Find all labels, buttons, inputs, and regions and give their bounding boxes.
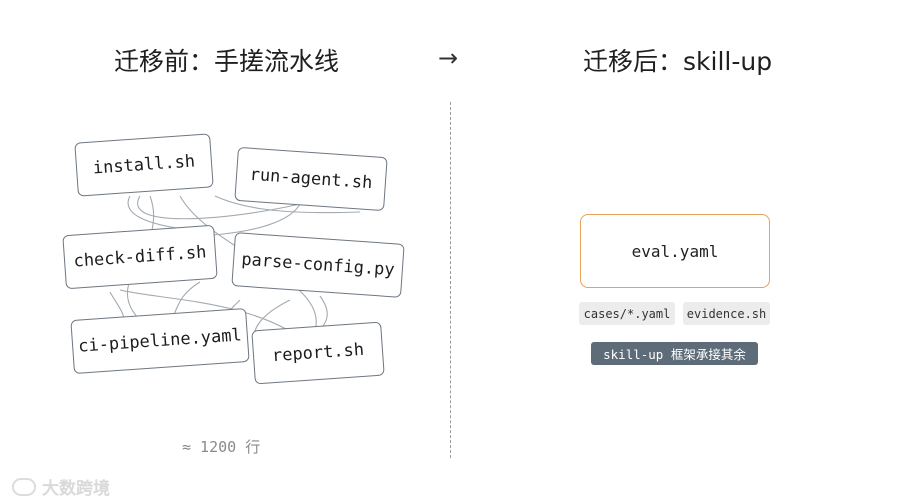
watermark-logo-icon	[12, 477, 36, 496]
watermark: 大数跨境	[12, 474, 110, 499]
script-label: ci-pipeline.yaml	[77, 325, 243, 357]
chip-cases: cases/*.yaml	[579, 302, 675, 325]
connector-1	[137, 195, 301, 220]
dashed-divider	[450, 102, 451, 458]
eval-yaml-label: eval.yaml	[631, 241, 719, 261]
connector-9	[214, 195, 361, 214]
script-box-run-agent: run-agent.sh	[234, 146, 388, 212]
script-box-install: install.sh	[74, 133, 214, 197]
line-count: ≈ 1200 行	[182, 438, 261, 456]
script-box-report: report.sh	[251, 321, 385, 385]
script-label: report.sh	[271, 339, 365, 367]
chip-evidence: evidence.sh	[683, 302, 770, 325]
arrow-icon: →	[438, 44, 459, 72]
script-label: check-diff.sh	[72, 242, 208, 272]
framework-badge: skill-up 框架承接其余	[591, 342, 758, 365]
script-label: run-agent.sh	[249, 164, 373, 194]
before-title: 迁移前：手搓流水线	[114, 47, 340, 76]
after-title: 迁移后：skill-up	[583, 47, 773, 76]
script-box-check-diff: check-diff.sh	[62, 224, 218, 290]
watermark-text: 大数跨境	[42, 479, 110, 499]
eval-yaml-box: eval.yaml	[580, 214, 770, 288]
script-label: parse-config.py	[240, 249, 396, 281]
script-label: install.sh	[92, 151, 196, 179]
